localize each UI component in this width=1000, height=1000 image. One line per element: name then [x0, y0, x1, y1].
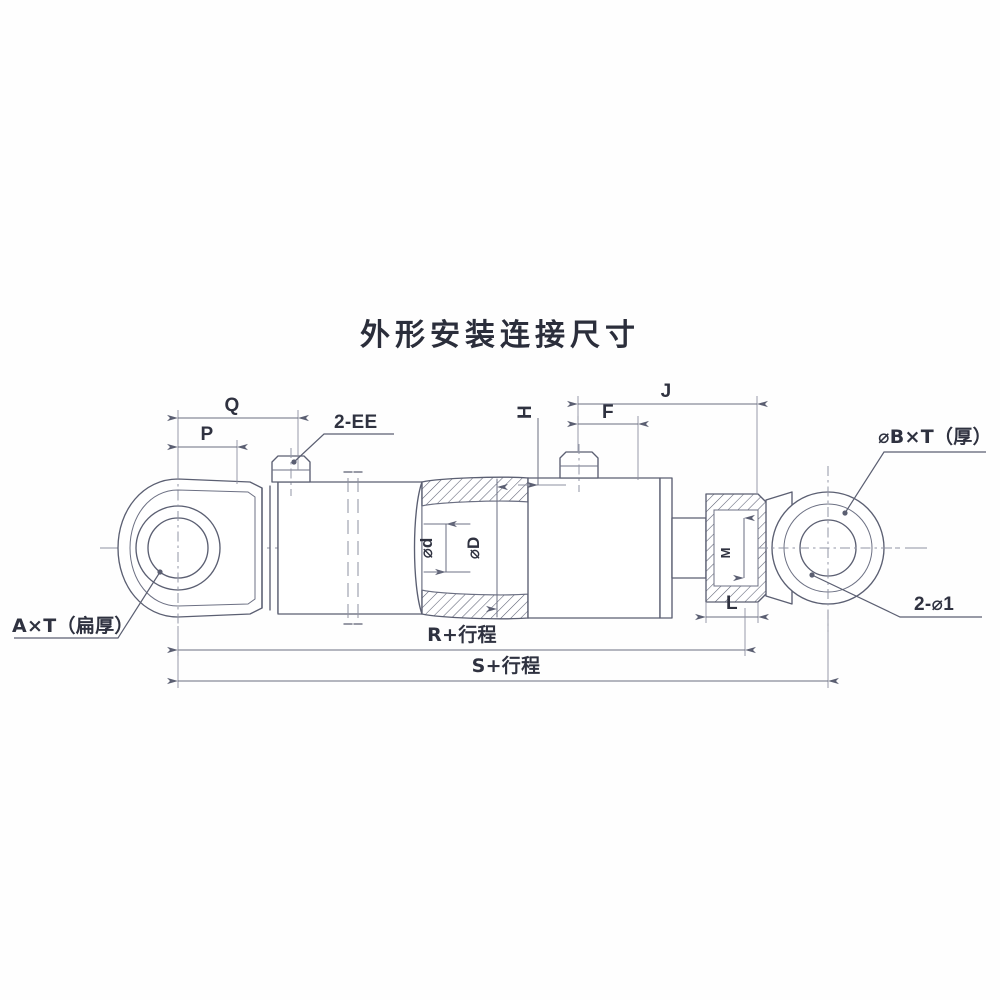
dimension-l-label: L — [726, 593, 738, 614]
callout-2-ee: 2-EE — [291, 412, 394, 465]
dimension-q: Q — [167, 395, 309, 470]
dimension-h: H — [515, 405, 566, 489]
callout-rod-eye-bt: ⌀B×T（厚） — [842, 425, 992, 516]
dimension-f-label: F — [602, 402, 614, 423]
callout-clevis-at: A×T（扁厚） — [12, 569, 163, 639]
dimension-j-label: J — [661, 381, 672, 402]
piston-rod — [671, 517, 707, 579]
dimension-bore-d-large: ⌀D — [464, 483, 508, 613]
dimension-h-label: H — [515, 405, 536, 419]
dimension-j: J — [567, 381, 768, 494]
bore-d-large-label: ⌀D — [464, 537, 483, 560]
callout-rod-eye-bt-label: ⌀B×T（厚） — [878, 425, 992, 448]
rod-eye-assembly — [758, 466, 900, 632]
dimension-l: L — [695, 593, 769, 623]
callout-pin-hole: 2-⌀1 — [809, 572, 982, 618]
drawing-title: 外形安装连接尺寸 — [360, 318, 640, 353]
callout-2-ee-label: 2-EE — [334, 412, 377, 433]
port-boss-left — [271, 448, 311, 496]
dimension-p-label: P — [201, 424, 214, 445]
thread-size-label: M — [718, 548, 733, 559]
dimension-r-stroke: R+行程 — [167, 608, 756, 656]
dimension-bore-d-small: ⌀d — [417, 520, 471, 576]
clevis-eye-assembly — [117, 470, 279, 626]
callout-pin-hole-label: 2-⌀1 — [914, 594, 954, 615]
dimension-f: F — [567, 402, 649, 480]
dimension-s-stroke-label: S+行程 — [472, 654, 541, 677]
dimension-q-label: Q — [224, 395, 239, 416]
piston-rod-and-rod-end: M — [671, 493, 773, 603]
port-boss-right — [559, 444, 599, 492]
dimension-r-stroke-label: R+行程 — [427, 623, 497, 646]
tube-break-lines — [343, 471, 363, 625]
dimension-s-stroke: S+行程 — [167, 610, 839, 688]
bore-d-small-label: ⌀d — [417, 538, 436, 559]
dimension-p: P — [167, 424, 248, 484]
callout-clevis-at-label: A×T（扁厚） — [12, 614, 134, 637]
